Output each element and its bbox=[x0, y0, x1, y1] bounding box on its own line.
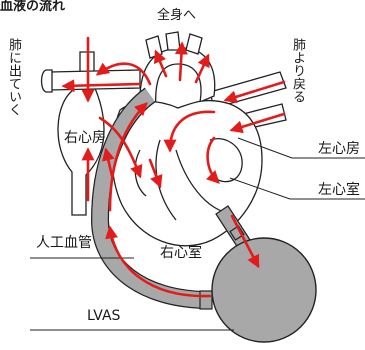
label-artificial-vessel: 人工血管 bbox=[36, 236, 92, 250]
label-left-atrium: 左心房 bbox=[318, 142, 360, 156]
label-right-ventricle: 右心室 bbox=[160, 246, 202, 260]
label-to-lungs: 肺に出ていく bbox=[6, 38, 21, 116]
label-from-lungs: 肺より戻る bbox=[290, 38, 305, 103]
pulmonary-artery bbox=[42, 70, 141, 92]
label-right-atrium: 右心房 bbox=[64, 131, 106, 145]
lvas-connector bbox=[200, 291, 212, 309]
diagram-title: 血液の流れ bbox=[0, 0, 65, 13]
lvas-pump bbox=[212, 238, 316, 342]
label-left-ventricle: 左心室 bbox=[318, 183, 360, 197]
label-lvas: LVAS bbox=[87, 309, 120, 323]
label-whole-body: 全身へ bbox=[157, 9, 196, 22]
